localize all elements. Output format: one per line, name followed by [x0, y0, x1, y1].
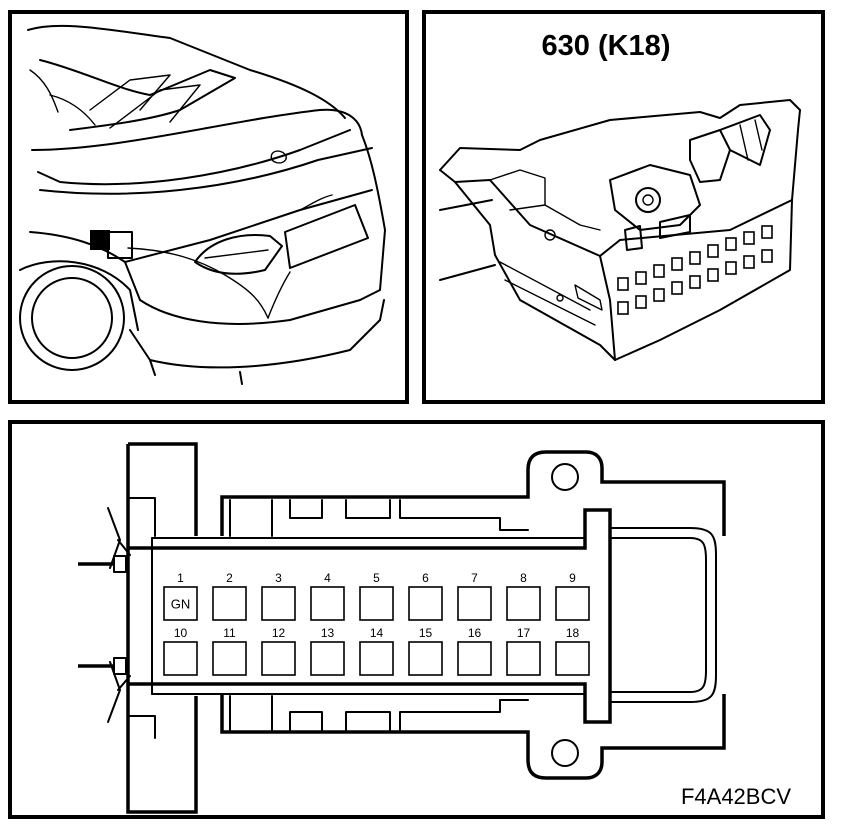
pin-cavity — [212, 641, 247, 676]
pin-cavity — [408, 586, 443, 621]
pin-number-label: 3 — [275, 571, 282, 585]
pin-number-label: 7 — [471, 571, 478, 585]
pin-6: 6 — [408, 571, 443, 621]
pin-cavity — [163, 586, 198, 621]
pin-number-label: 12 — [272, 626, 286, 640]
pin-wire-color: GN — [171, 597, 191, 612]
connector-title: 630 (K18) — [542, 30, 671, 62]
pin-number-label: 10 — [174, 626, 188, 640]
pin-13: 13 — [310, 626, 345, 676]
pin-cavity — [163, 641, 198, 676]
connector-housing-icon — [439, 99, 801, 361]
pin-10: 10 — [163, 626, 198, 676]
pin-cavity — [310, 586, 345, 621]
pin-number-label: 4 — [324, 571, 331, 585]
pin-grid: 1GN 2 3 4 5 6 7 8 9 10 11 12 13 14 15 16 17 18 — [163, 571, 590, 676]
pin-number-label: 9 — [569, 571, 576, 585]
pin-number-label: 15 — [419, 626, 433, 640]
pin-number-label: 6 — [422, 571, 429, 585]
pin-7: 7 — [457, 571, 492, 621]
pin-cavity — [457, 641, 492, 676]
figure-code: F4A42BCV — [681, 784, 791, 809]
connector-view-panel: 630 (K18) — [422, 10, 825, 404]
pin-17: 17 — [506, 626, 541, 676]
pin-cavity — [212, 586, 247, 621]
pin-cavity — [261, 641, 296, 676]
pin-18: 18 — [555, 626, 590, 676]
pin-2: 2 — [212, 571, 247, 621]
pin-cavity — [359, 641, 394, 676]
pin-14: 14 — [359, 626, 394, 676]
pin-cavity — [310, 641, 345, 676]
pin-number-label: 8 — [520, 571, 527, 585]
pin-cavity — [408, 641, 443, 676]
pin-16: 16 — [457, 626, 492, 676]
pin-number-label: 11 — [223, 626, 236, 640]
car-rear-location-icon — [19, 24, 386, 385]
pin-3: 3 — [261, 571, 296, 621]
pin-5: 5 — [359, 571, 394, 621]
connector-panel-frame — [422, 10, 825, 404]
connector-marker — [90, 230, 110, 250]
pin-cavity — [555, 586, 590, 621]
pin-cavity — [506, 641, 541, 676]
pin-4: 4 — [310, 571, 345, 621]
pin-cavity — [506, 586, 541, 621]
pin-number-label: 1 — [177, 571, 184, 585]
pin-number-label: 14 — [370, 626, 384, 640]
pin-1: 1GN — [163, 571, 198, 621]
pin-11: 11 — [212, 626, 247, 676]
pin-number-label: 2 — [226, 571, 233, 585]
car-panel-frame — [8, 10, 409, 404]
connector-face-outline — [78, 442, 726, 814]
pin-number-label: 13 — [321, 626, 335, 640]
car-location-panel — [8, 10, 409, 404]
pin-layout-panel: 1GN 2 3 4 5 6 7 8 9 10 11 12 13 14 15 16 17 18 F4A42BCV — [8, 420, 825, 819]
pin-15: 15 — [408, 626, 443, 676]
pin-number-label: 17 — [517, 626, 531, 640]
pin-cavity — [555, 641, 590, 676]
pin-9: 9 — [555, 571, 590, 621]
pin-cavity — [359, 586, 394, 621]
pin-12: 12 — [261, 626, 296, 676]
pin-number-label: 18 — [566, 626, 580, 640]
pin-number-label: 5 — [373, 571, 380, 585]
pin-cavity — [261, 586, 296, 621]
pin-8: 8 — [506, 571, 541, 621]
pin-number-label: 16 — [468, 626, 482, 640]
pin-cavity — [457, 586, 492, 621]
pinout-panel-frame — [8, 420, 825, 819]
